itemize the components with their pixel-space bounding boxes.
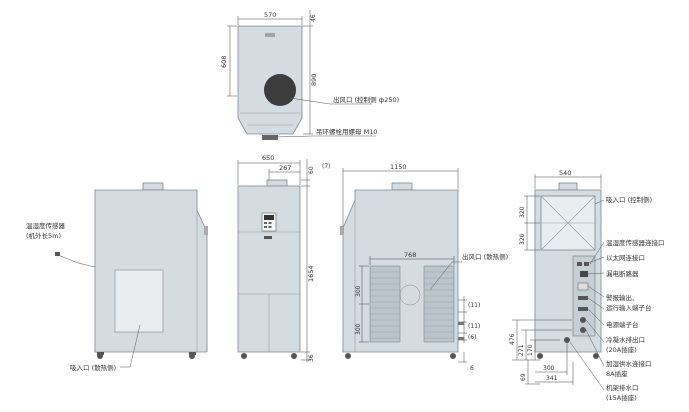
top-label-outlet: 出风口 (控制侧 ф250): [333, 95, 399, 104]
side-label-outlet: 出风口 (散热侧): [462, 252, 508, 261]
rear-label-cold-out-1: 冷凝水排出口: [606, 335, 645, 344]
left-label-sensor-cable: (机外长5m): [26, 231, 61, 240]
rear-label-alarm-2: 运行输入端子台: [606, 303, 652, 312]
rear-label-sensor-conn: 温湿度传感器连接口: [606, 238, 665, 247]
top-dim-depth-right: 890: [310, 74, 318, 86]
left-view-top-duct: [142, 182, 164, 191]
top-dim-width: 570: [264, 11, 276, 19]
left-view-sensor: [55, 252, 60, 256]
front-dim-sub-width: 267: [279, 164, 291, 172]
top-view-outlet-circle: [264, 74, 296, 106]
top-view: 570 46 608 890 出风口 (控制侧 ф250) 吊环螺栓用螺母 M1…: [220, 10, 399, 140]
side-dim-d1: (11): [468, 302, 480, 309]
top-dim-depth-left: 608: [220, 56, 228, 68]
rear-label-intake: 吸入口 (控制侧): [606, 195, 652, 204]
rear-dim-341: 341: [546, 375, 558, 382]
side-dim-d3: (6): [468, 334, 477, 341]
left-view: 温湿度传感器 (机外长5m) 吸入口 (散热侧): [26, 182, 208, 372]
side-view-grille-left: [369, 265, 401, 343]
rear-label-breaker: 漏电断路器: [606, 269, 639, 278]
top-view-nut-block: [262, 135, 278, 140]
top-view-vent: [265, 33, 275, 37]
front-dim-height: 1654: [307, 265, 315, 282]
rear-label-drain-1: 机架排水口: [606, 383, 639, 392]
rear-label-ethernet: 以太网连接口: [606, 253, 645, 262]
side-dim-d2: (11): [468, 323, 480, 330]
front-dim-bottom-gap: 36: [308, 354, 315, 362]
side-view-top-duct: [391, 182, 413, 191]
top-dim-top-gap: 46: [310, 14, 317, 22]
rear-dim-170: 170: [527, 344, 534, 356]
rear-dim-476: 476: [509, 333, 516, 345]
side-dim-width: 1150: [390, 163, 407, 171]
side-dim-d4: 6: [470, 365, 474, 372]
left-view-handle: [204, 226, 208, 235]
rear-dim-h-bot: 320: [519, 233, 526, 245]
rear-dim-width: 540: [559, 169, 571, 177]
rear-dim-h-top: 320: [519, 206, 526, 218]
side-view: 1150 768 300 300 (11) (11) (6) 6 出风口 (散热…: [340, 163, 508, 372]
rear-dim-69: 69: [520, 373, 527, 381]
rear-label-humid-in-1: 加湿供水连接口: [606, 359, 652, 368]
front-dim-top-gap2: (7): [322, 163, 331, 170]
front-view-logo: [264, 236, 272, 239]
rear-label-humid-in-2: 8A插座: [606, 369, 628, 378]
front-dim-top-gap: 60: [308, 166, 315, 174]
rear-label-drain-2: (15A插座): [606, 393, 637, 402]
rear-label-cold-out-2: (20A插座): [606, 345, 637, 354]
side-dim-grille: 768: [404, 251, 416, 259]
side-dim-h2: 300: [355, 323, 362, 335]
left-view-intake-panel: [114, 269, 164, 333]
side-dim-h1: 300: [355, 285, 362, 297]
left-label-sensor: 温湿度传感器: [26, 221, 66, 230]
rear-label-alarm-1: 警报输出、: [606, 293, 639, 302]
front-dim-width: 650: [262, 154, 274, 162]
side-view-handle: [340, 226, 344, 235]
left-label-intake: 吸入口 (散热侧): [70, 363, 116, 372]
rear-dim-300: 300: [543, 365, 555, 372]
side-view-grille-right: [423, 265, 455, 343]
front-view: 650 267 60 (7) 1654 36: [237, 154, 331, 362]
front-view-top-duct: [266, 179, 288, 187]
rear-view-top-duct: [558, 182, 578, 191]
top-label-nut: 吊环螺栓用螺母 M10: [316, 127, 377, 136]
rear-label-power: 电源端子台: [606, 320, 639, 329]
rear-view: 540 320 320 476 271 170 69 300 341: [509, 169, 665, 402]
rear-dim-271: 271: [518, 344, 525, 356]
